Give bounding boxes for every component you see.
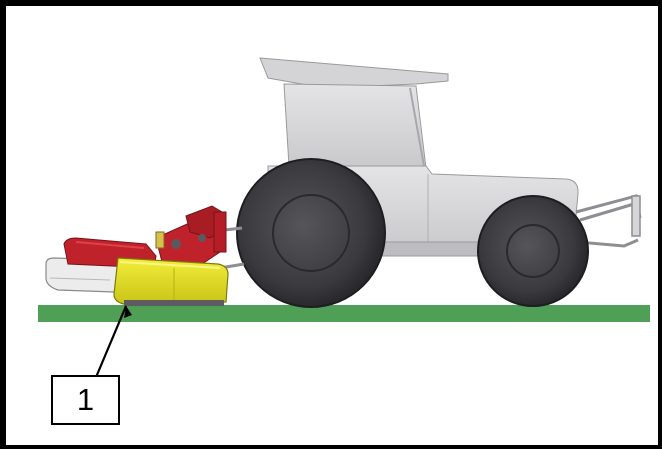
tractor-roof: [259, 57, 449, 89]
callout-arrowhead: [124, 306, 132, 318]
callout-number: 1: [76, 382, 95, 417]
ground-strip: [38, 305, 650, 322]
callout-label: 1: [51, 375, 120, 425]
tractor-cab: [283, 83, 427, 169]
mower-icon: [45, 205, 245, 306]
tractor-icon: [236, 57, 642, 308]
callout-leader-line: [92, 305, 128, 383]
mower-headstock: [155, 205, 227, 265]
mower-yellow-guard: [113, 257, 229, 305]
front-linkage: [575, 194, 642, 248]
tractor-mower-illustration: [38, 57, 650, 383]
rear-tire: [236, 158, 386, 308]
front-tire: [477, 195, 589, 307]
